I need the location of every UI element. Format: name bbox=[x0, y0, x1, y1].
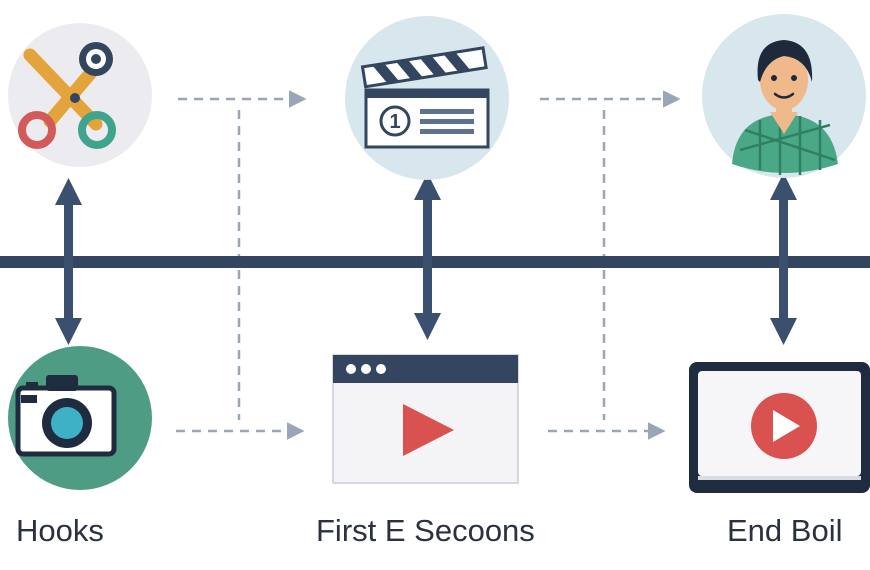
dashed-connectors bbox=[176, 90, 681, 440]
stage-caption-end: End Boil bbox=[727, 513, 843, 548]
scissors-icon bbox=[8, 23, 152, 167]
stage-caption-hooks: Hooks bbox=[16, 513, 104, 548]
person-avatar-icon bbox=[702, 14, 866, 178]
tv-play-icon bbox=[689, 362, 870, 493]
stage-caption-first-seconds: First E Secoons bbox=[316, 513, 535, 548]
clapperboard-number: 1 bbox=[389, 111, 400, 133]
double-arrow-2 bbox=[414, 173, 441, 340]
clapperboard-icon: 1 bbox=[345, 16, 509, 180]
double-arrows bbox=[55, 173, 797, 345]
timeline-bar bbox=[0, 256, 870, 268]
double-arrow-1 bbox=[55, 178, 82, 345]
double-arrow-3 bbox=[770, 173, 797, 345]
video-player-icon bbox=[332, 354, 519, 484]
camera-icon bbox=[8, 346, 152, 490]
